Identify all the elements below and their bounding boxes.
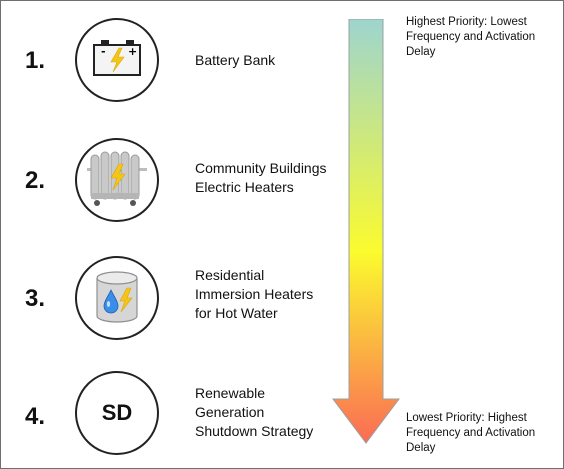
note-line: Delay bbox=[406, 442, 436, 454]
lowest-priority-note: Lowest Priority: Highest Frequency and A… bbox=[406, 411, 556, 456]
item-label-3: Residential Immersion Heaters for Hot Wa… bbox=[195, 266, 313, 323]
svg-text:-: - bbox=[101, 45, 106, 58]
priority-number-2: 2. bbox=[25, 167, 46, 194]
note-line: Frequency and Activation bbox=[406, 427, 536, 439]
label-line: for Hot Water bbox=[195, 305, 278, 321]
radiator-heater-icon bbox=[75, 138, 159, 222]
label-line: Residential bbox=[195, 267, 265, 283]
label-line: Renewable bbox=[195, 385, 266, 401]
svg-text:+: + bbox=[128, 45, 137, 58]
priority-number-3: 3. bbox=[25, 285, 46, 312]
label-line: Battery Bank bbox=[195, 52, 276, 68]
item-label-4: Renewable Generation Shutdown Strategy bbox=[195, 384, 313, 441]
priority-gradient-arrow bbox=[332, 19, 400, 444]
battery-icon: - + bbox=[75, 18, 159, 102]
note-line: Delay bbox=[406, 46, 436, 58]
priority-number-1: 1. bbox=[25, 47, 46, 74]
label-line: Generation bbox=[195, 404, 265, 420]
label-line: Electric Heaters bbox=[195, 179, 294, 195]
note-line: Frequency and Activation bbox=[406, 31, 536, 43]
label-line: Shutdown Strategy bbox=[195, 423, 314, 439]
item-label-2: Community Buildings Electric Heaters bbox=[195, 159, 327, 197]
item-label-1: Battery Bank bbox=[195, 51, 275, 70]
highest-priority-note: Highest Priority: Lowest Frequency and A… bbox=[406, 15, 556, 60]
water-tank-icon bbox=[75, 256, 159, 340]
priority-number-4: 4. bbox=[25, 403, 46, 430]
note-line: Lowest Priority: Highest bbox=[406, 412, 527, 424]
note-line: Highest Priority: Lowest bbox=[406, 16, 527, 28]
shutdown-sd-icon: SD bbox=[75, 371, 159, 455]
label-line: Community Buildings bbox=[195, 160, 327, 176]
label-line: Immersion Heaters bbox=[195, 286, 314, 302]
sd-text: SD bbox=[101, 400, 133, 425]
